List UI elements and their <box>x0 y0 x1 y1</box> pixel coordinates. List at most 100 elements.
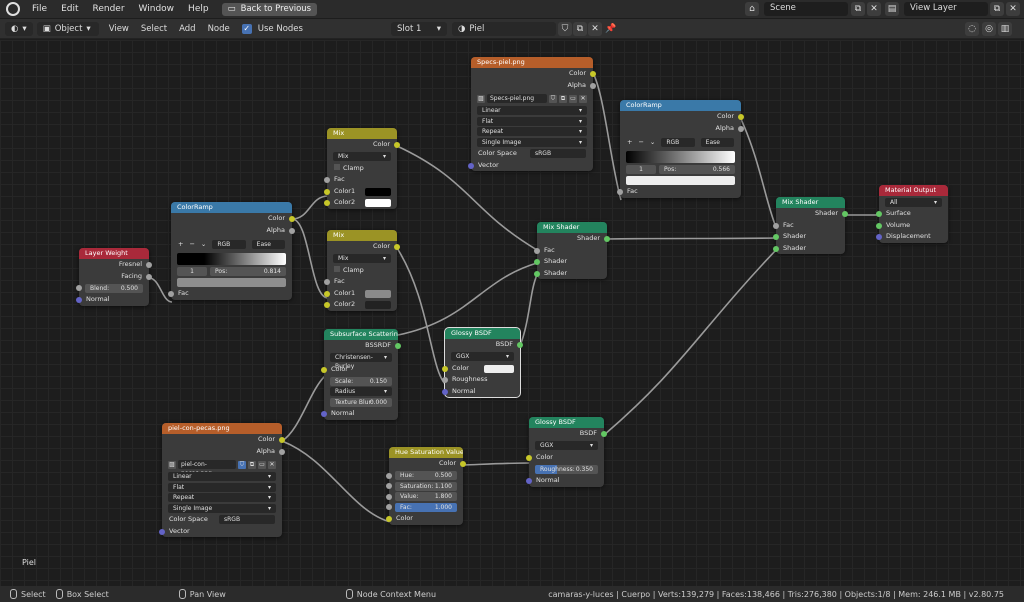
node-title[interactable]: Mix <box>327 230 397 241</box>
menu-render[interactable]: Render <box>92 4 125 14</box>
blend-mode-dropdown[interactable]: Mix▾ <box>333 254 391 263</box>
new-scene-icon[interactable]: ⧉ <box>851 2 865 16</box>
socket-dot[interactable] <box>738 125 744 132</box>
color-mode-dropdown[interactable]: RGB <box>212 240 246 249</box>
socket-dot[interactable] <box>604 236 610 242</box>
add-stop-icon[interactable]: + <box>178 240 184 248</box>
socket-dot[interactable] <box>394 244 400 250</box>
new-material-icon[interactable]: ⧉ <box>573 22 587 36</box>
unlink-material-icon[interactable]: ✕ <box>588 22 602 36</box>
socket-dot[interactable] <box>386 483 392 489</box>
node-glossy-bsdf-2[interactable]: Glossy BSDF BSDF GGX▾ Color Roughness:0.… <box>526 417 607 487</box>
position-field[interactable]: Pos:0.566 <box>659 164 735 174</box>
menu-select[interactable]: Select <box>140 23 168 34</box>
source-dropdown[interactable]: Single Image▾ <box>477 137 587 147</box>
fac-field[interactable]: Fac:1.000 <box>386 502 457 512</box>
node-title[interactable]: Glossy BSDF <box>445 328 520 339</box>
socket-dot[interactable] <box>517 342 523 348</box>
node-title[interactable]: Mix Shader <box>776 197 845 208</box>
color-mode-dropdown[interactable]: RGB <box>661 138 695 147</box>
node-title[interactable]: Specs-piel.png <box>471 57 593 68</box>
new-view-layer-icon[interactable]: ⧉ <box>990 2 1004 16</box>
socket-dot[interactable] <box>460 461 466 467</box>
socket-dot[interactable] <box>534 270 540 277</box>
node-title[interactable]: ColorRamp <box>171 202 292 213</box>
ramp-gradient[interactable] <box>626 150 735 163</box>
socket-dot[interactable] <box>534 259 540 265</box>
color-space-dropdown[interactable]: sRGB <box>530 149 586 158</box>
clamp-option[interactable]: Clamp <box>327 163 397 175</box>
socket-dot[interactable] <box>289 216 295 222</box>
node-title[interactable]: Hue Saturation Value <box>389 447 463 458</box>
projection-dropdown[interactable]: Flat▾ <box>477 116 587 126</box>
socket-dot[interactable] <box>159 528 165 535</box>
socket-dot[interactable] <box>386 504 392 510</box>
source-dropdown[interactable]: Single Image▾ <box>168 503 276 513</box>
snap-icon[interactable]: ◌ <box>965 22 979 36</box>
socket-dot[interactable] <box>442 377 448 383</box>
node-title[interactable]: Material Output <box>879 185 948 196</box>
texture-blur-field[interactable]: Texture Blur:0.000 <box>330 397 392 407</box>
scene-selector-icon[interactable]: ⌂ <box>745 2 759 16</box>
node-title[interactable]: ColorRamp <box>620 100 741 111</box>
menu-edit[interactable]: Edit <box>61 4 79 14</box>
position-field[interactable]: Pos:0.814 <box>210 266 286 276</box>
node-image-specs[interactable]: Specs-piel.png Color Alpha ▨ Specs-piel.… <box>468 57 596 171</box>
socket-dot[interactable] <box>590 82 596 89</box>
material-field[interactable]: ◑ Piel <box>452 22 556 36</box>
blend-field[interactable]: Blend:0.500 <box>76 283 143 293</box>
overlay-icon[interactable]: ◎ <box>982 22 996 36</box>
extension-dropdown[interactable]: Repeat▾ <box>168 493 276 502</box>
menu-window[interactable]: Window <box>138 4 175 14</box>
falloff-dropdown[interactable]: Christensen-Burley▾ <box>330 353 392 370</box>
color-space-dropdown[interactable]: sRGB <box>219 515 275 524</box>
node-mix-1[interactable]: Mix Color Mix▾ Clamp Fac Color1 Color2 <box>324 128 400 209</box>
socket-dot[interactable] <box>386 493 392 500</box>
menu-node[interactable]: Node <box>207 23 230 34</box>
socket-dot[interactable] <box>590 71 596 77</box>
node-mix-shader-1[interactable]: Mix Shader Shader Fac Shader Shader <box>534 222 610 279</box>
use-nodes-checkbox[interactable]: ✓ <box>241 23 252 34</box>
socket-dot[interactable] <box>773 222 779 229</box>
interpolation-dropdown[interactable]: Linear▾ <box>168 472 276 481</box>
slot-dropdown[interactable]: Slot 1▾ <box>391 22 447 36</box>
socket-dot[interactable] <box>168 291 174 297</box>
remove-stop-icon[interactable]: − <box>638 138 644 146</box>
node-colorramp-1[interactable]: ColorRamp Color Alpha +−⌄ RGB Ease 1 Pos… <box>168 202 295 300</box>
color-swatch[interactable] <box>365 301 391 309</box>
socket-dot[interactable] <box>324 279 330 285</box>
socket-dot[interactable] <box>146 262 152 268</box>
delete-scene-icon[interactable]: ✕ <box>867 2 881 16</box>
socket-dot[interactable] <box>76 285 82 291</box>
new-image-icon[interactable]: ⧉ <box>248 460 256 469</box>
socket-dot[interactable] <box>876 234 882 240</box>
socket-dot[interactable] <box>394 142 400 148</box>
socket-dot[interactable] <box>526 478 532 484</box>
hue-field[interactable]: Hue:0.500 <box>386 471 457 480</box>
remove-stop-icon[interactable]: − <box>189 240 195 248</box>
node-hue-saturation-value[interactable]: Hue Saturation Value Color Hue:0.500 Sat… <box>386 447 466 525</box>
socket-dot[interactable] <box>324 302 330 308</box>
close-icon[interactable]: ✕ <box>579 94 587 103</box>
socket-dot[interactable] <box>146 273 152 280</box>
stop-color-swatch[interactable] <box>177 277 286 287</box>
menu-file[interactable]: File <box>32 4 48 14</box>
socket-dot[interactable] <box>617 189 623 195</box>
socket-dot[interactable] <box>279 437 285 443</box>
menu-view[interactable]: View <box>108 23 129 34</box>
node-subsurface-scattering[interactable]: Subsurface Scattering BSSRDF Christensen… <box>321 329 401 420</box>
socket-dot[interactable] <box>468 162 474 169</box>
socket-dot[interactable] <box>442 365 448 372</box>
blend-mode-dropdown[interactable]: Mix▾ <box>333 152 391 161</box>
blender-logo-icon[interactable] <box>6 2 20 16</box>
socket-dot[interactable] <box>442 388 448 395</box>
socket-dot[interactable] <box>321 366 327 373</box>
socket-dot[interactable] <box>76 297 82 303</box>
clamp-checkbox[interactable] <box>334 265 340 272</box>
add-stop-icon[interactable]: + <box>627 138 633 146</box>
radius-field[interactable]: Radius▾ <box>330 387 392 396</box>
node-glossy-bsdf-1[interactable]: Glossy BSDF BSDF GGX▾ Color Roughness No… <box>442 327 523 398</box>
socket-dot[interactable] <box>321 411 327 417</box>
node-title[interactable]: Glossy BSDF <box>529 417 604 428</box>
scene-name-field[interactable]: Scene <box>764 2 848 16</box>
